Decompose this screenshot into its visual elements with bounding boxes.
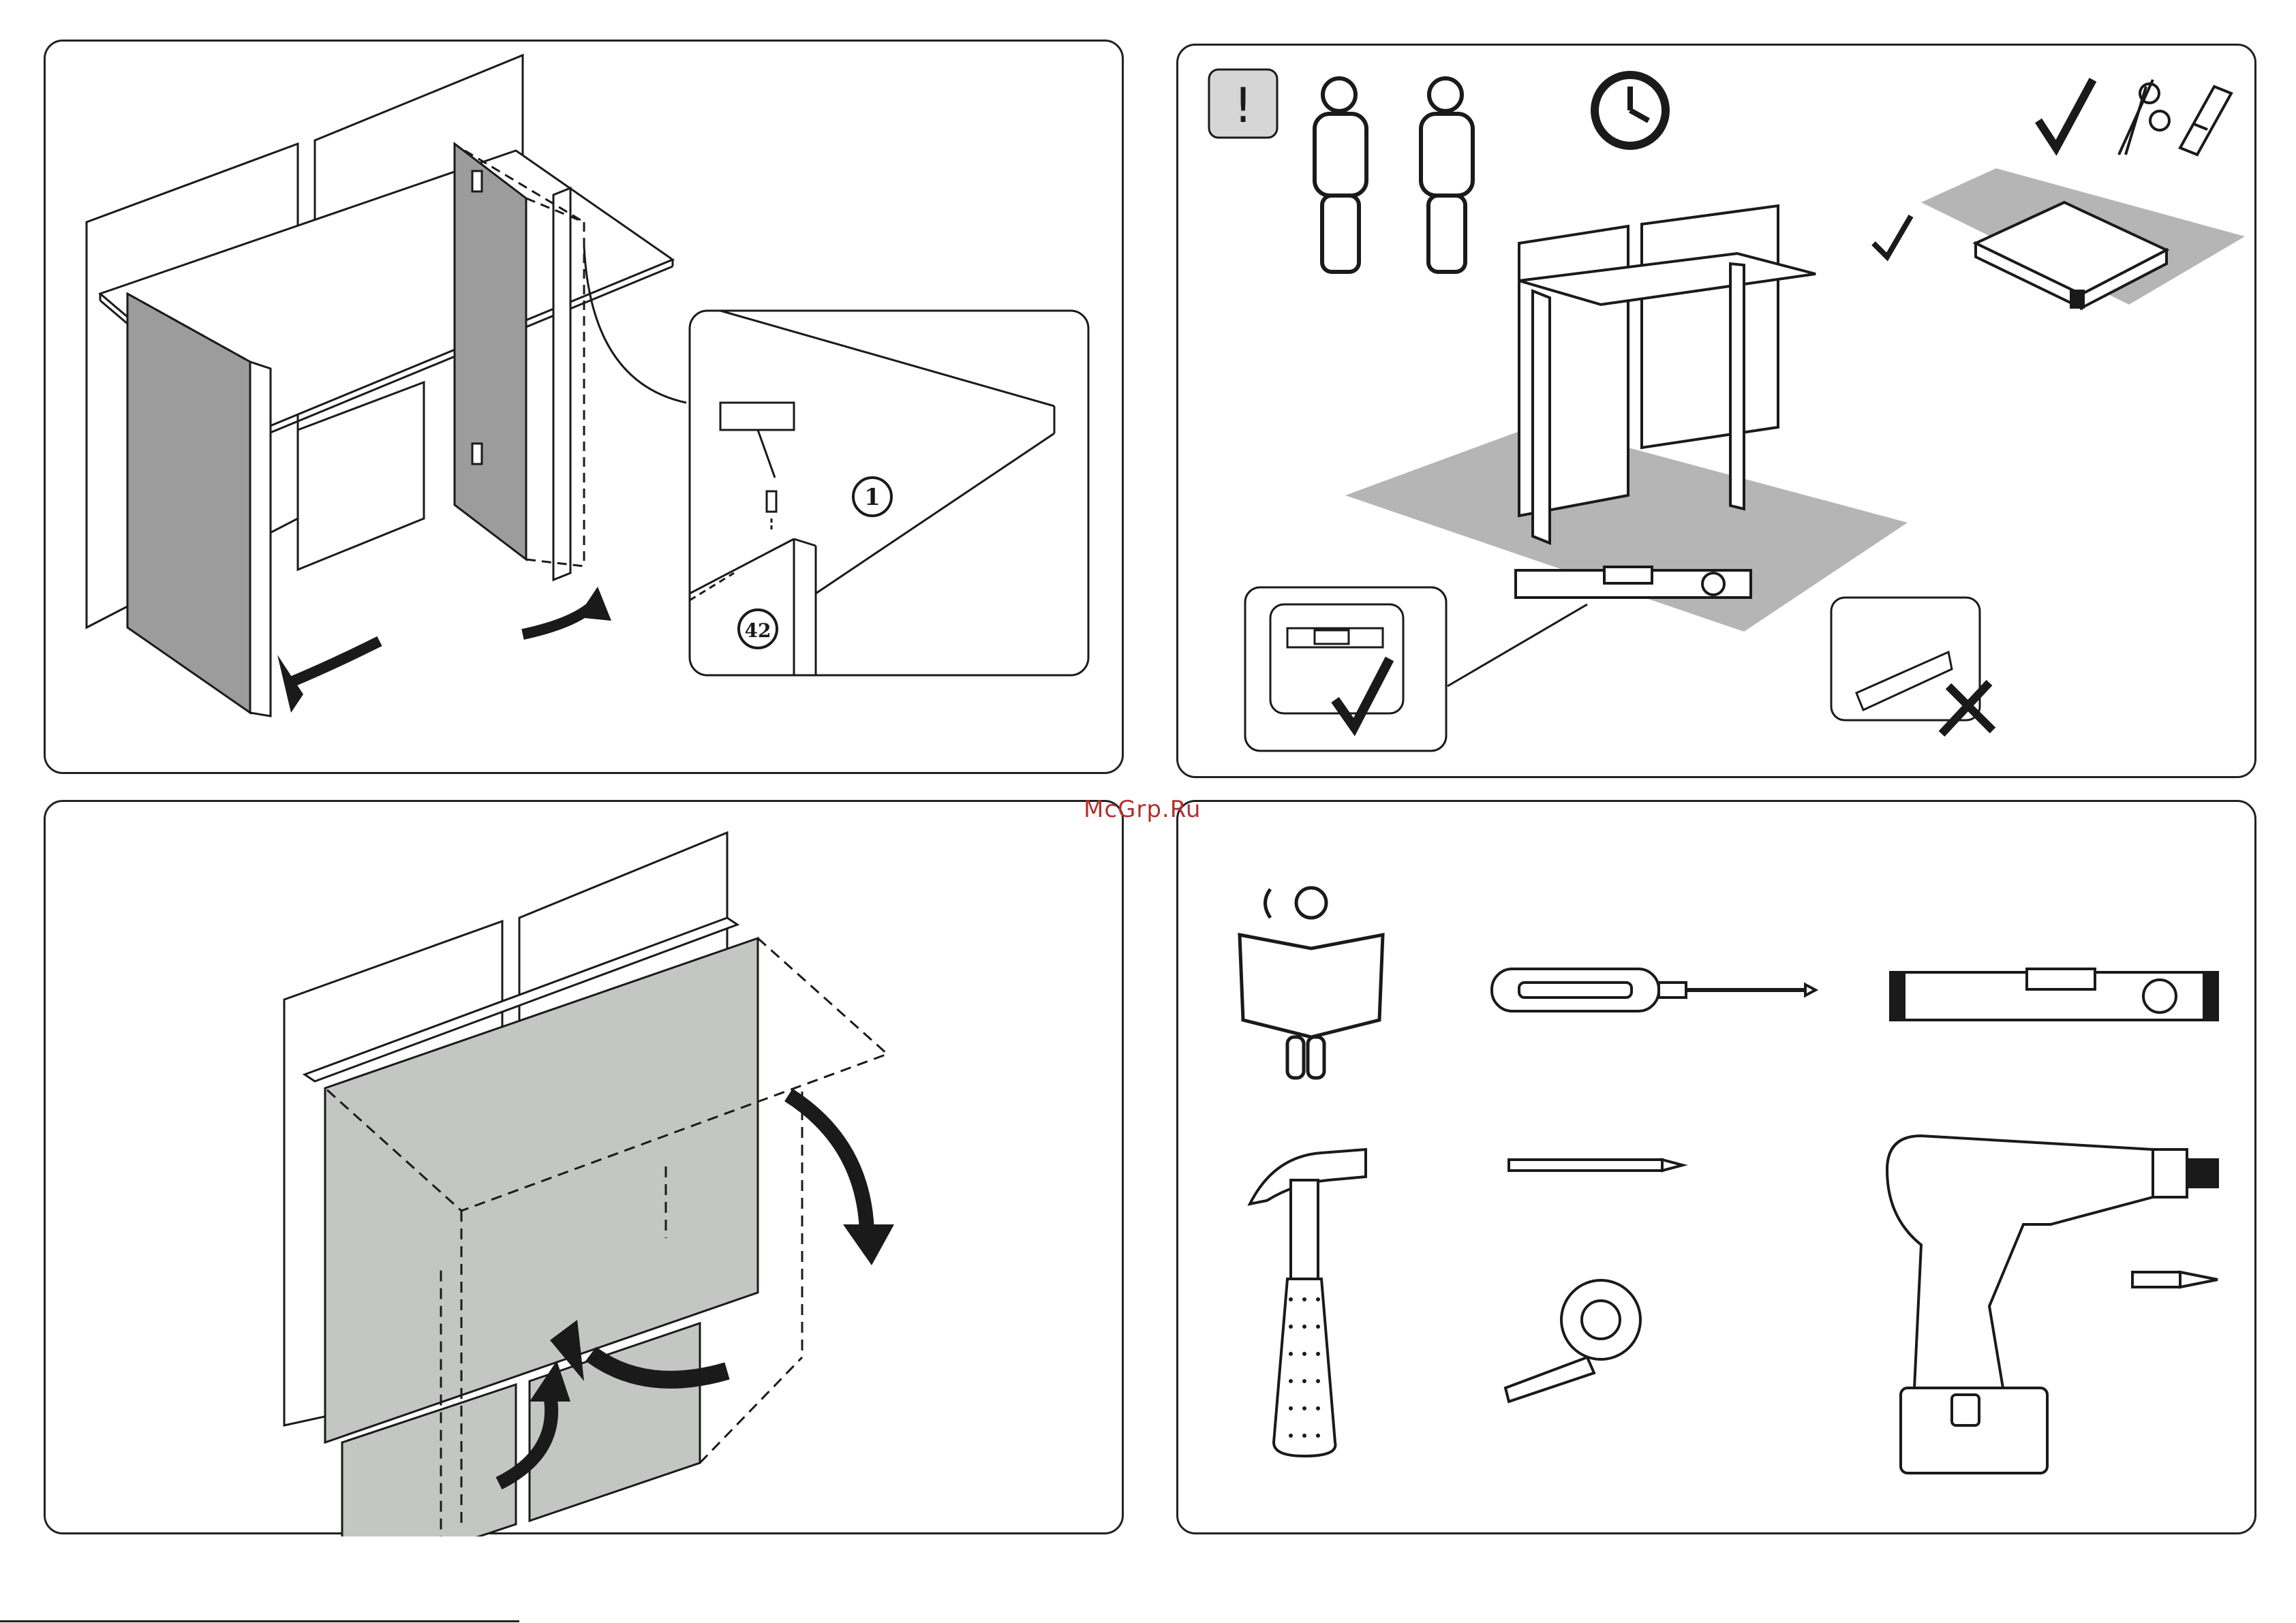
footer-rule	[0, 1620, 519, 1622]
step-number: 1	[864, 484, 881, 511]
screwdriver-icon	[1492, 969, 1816, 1011]
checkmark-icon	[1873, 216, 1911, 257]
part-number: 42	[745, 619, 771, 642]
clock-icon	[1595, 75, 1666, 146]
right-door	[455, 144, 526, 559]
preparation-panel: !	[1176, 44, 2256, 778]
call-read-instructions-icon	[1240, 888, 1383, 1078]
cordless-drill-icon	[1887, 1136, 2218, 1473]
level-icon	[1516, 567, 1751, 598]
watermark-text: McGrp.Ru	[1084, 796, 1201, 823]
preparation-illustration: !	[1178, 46, 2259, 780]
left-door	[127, 294, 250, 713]
rotate-arrow-icon	[523, 607, 591, 634]
hinge-icon	[472, 444, 482, 464]
checkmark-icon	[2038, 80, 2093, 148]
scissors-icon	[2119, 80, 2169, 155]
utility-knife-icon	[2180, 87, 2231, 155]
spirit-level-icon	[1891, 969, 2218, 1020]
hammer-icon	[1250, 1149, 1366, 1456]
step-panel-doors: 1 42	[44, 40, 1124, 774]
tape-measure-icon	[1505, 1280, 1640, 1402]
svg-text:!: !	[1234, 78, 1253, 134]
fold-down-arrow-icon	[789, 1095, 867, 1231]
step-panel-fold	[44, 800, 1124, 1534]
rotate-arrow-icon	[291, 641, 380, 682]
fold-assembly-illustration	[46, 802, 1126, 1536]
hinge-icon	[472, 171, 482, 191]
doors-assembly-illustration: 1 42	[46, 42, 1126, 776]
two-person-icon	[1315, 78, 1473, 272]
tools-panel	[1176, 800, 2256, 1534]
pencil-icon	[1509, 1160, 1683, 1171]
drill-bit-icon	[2132, 1272, 2218, 1287]
tools-illustration	[1178, 802, 2259, 1536]
